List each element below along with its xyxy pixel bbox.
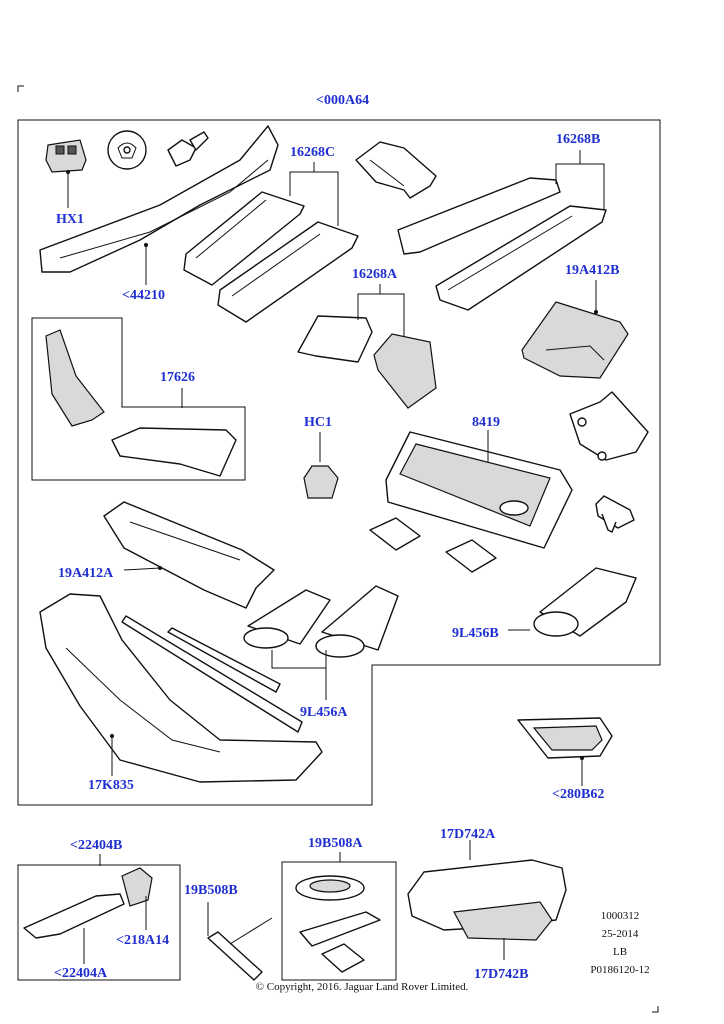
kit-19B508A-part	[295, 852, 381, 973]
adhesive-pads-part	[369, 517, 497, 573]
corner-mark	[17, 85, 24, 92]
vent-280B62-part	[517, 717, 613, 786]
label-19A412B[interactable]: 19A412B	[565, 263, 620, 278]
handle-22404-part	[23, 854, 153, 964]
label-8419[interactable]: 8419	[472, 415, 500, 430]
trim-17626-part	[45, 329, 237, 477]
label-17D742A[interactable]: 17D742A	[440, 827, 496, 842]
label-22404B[interactable]: <22404B	[70, 838, 123, 853]
label-9L456A[interactable]: 9L456A	[300, 705, 348, 720]
clip-hx1-part	[45, 139, 87, 208]
label-19B508B[interactable]: 19B508B	[184, 883, 238, 898]
copyright-notice: © Copyright, 2016. Jaguar Land Rover Lim…	[255, 981, 469, 993]
trim-16268C-part	[183, 162, 359, 323]
bracket-19A412B-part	[521, 280, 629, 379]
bracket-19A412A-part	[103, 501, 275, 609]
label-9L456B[interactable]: 9L456B	[452, 626, 499, 641]
main-group-frame	[17, 119, 661, 806]
frame-19B508A	[281, 861, 397, 981]
screw-part	[595, 495, 635, 533]
label-16268A[interactable]: 16268A	[352, 267, 398, 282]
corner-mark	[652, 1006, 659, 1013]
bracket-top-part	[355, 141, 437, 199]
label-17626[interactable]: 17626	[160, 370, 195, 385]
label-19B508A[interactable]: 19B508A	[308, 836, 363, 851]
label-218A14[interactable]: <218A14	[116, 933, 170, 948]
push-clip-part	[167, 131, 209, 167]
label-44210[interactable]: <44210	[122, 288, 165, 303]
mirror-cap-17D742-part	[407, 840, 567, 960]
tailpipe-9L456A-part	[243, 585, 399, 700]
label-hc1[interactable]: HC1	[304, 415, 332, 430]
label-16268B[interactable]: 16268B	[556, 132, 601, 147]
trim-16268A-part	[297, 284, 437, 409]
round-fastener-part	[107, 130, 147, 170]
grille-8419-part	[385, 430, 573, 549]
diagram-meta: 1000312 25-2014 LB P0186120-12	[570, 907, 670, 979]
label-16268C[interactable]: 16268C	[290, 145, 336, 160]
tailpipe-9L456B-part	[508, 567, 637, 637]
meta-code: 1000312	[600, 910, 640, 922]
trim-strips-part	[121, 615, 303, 733]
label-17D742B[interactable]: 17D742B	[474, 967, 529, 982]
clip-hc1-part	[303, 432, 339, 499]
frame-22404	[17, 864, 181, 981]
trim-16268B-part	[397, 150, 607, 311]
label-280B62[interactable]: <280B62	[552, 787, 605, 802]
bumper-17K835-part	[39, 593, 323, 783]
meta-ref: P0186120-12	[590, 964, 650, 976]
meta-side: LB	[612, 946, 628, 958]
meta-date: 25-2014	[601, 928, 639, 940]
label-22404A[interactable]: <22404A	[54, 966, 108, 981]
label-000A64[interactable]: <000A64	[316, 93, 370, 108]
label-17K835[interactable]: 17K835	[88, 778, 134, 793]
sub-frame-17626	[31, 317, 246, 481]
label-hx1[interactable]: HX1	[56, 212, 84, 227]
bracket-right-part	[569, 391, 649, 461]
spoiler-44210-part	[39, 125, 279, 285]
tube-19B508B-part	[207, 902, 273, 981]
label-19A412A[interactable]: 19A412A	[58, 566, 114, 581]
